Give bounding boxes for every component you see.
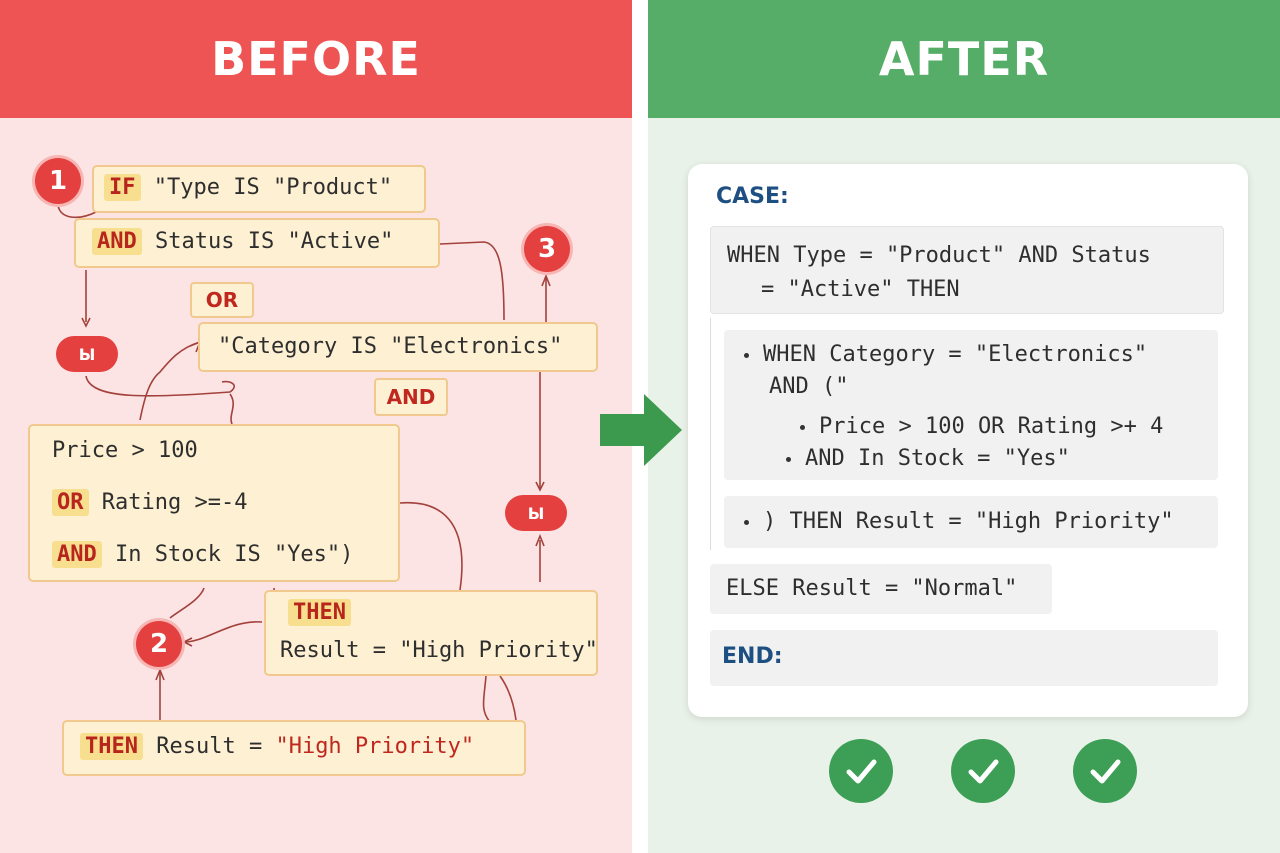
when-category-line2: AND (" (769, 374, 849, 399)
then-result-line: ) THEN Result = "High Priority" (744, 509, 1174, 534)
error-chip: Ы (505, 495, 567, 531)
if-keyword: IF (104, 174, 141, 201)
if-condition: "Type IS "Product" (153, 175, 393, 200)
when-category-text: WHEN Category = "Electronics" (763, 342, 1148, 367)
status-condition: Status IS "Active" (155, 229, 394, 254)
and-keyword: AND (92, 228, 142, 255)
result-label: Result = (156, 734, 276, 759)
bullet-icon (744, 519, 749, 525)
case-label: CASE: (716, 184, 789, 209)
stock-line: AND In Stock = "Yes" (786, 446, 1070, 471)
marker-3: 3 (524, 226, 570, 272)
bullet-icon (744, 352, 749, 358)
marker-2: 2 (136, 621, 182, 667)
marker-1: 1 (35, 158, 81, 204)
error-chip: Ы (56, 336, 118, 372)
and-keyword: AND (52, 541, 102, 568)
then-keyword: THEN (80, 733, 143, 760)
bullet-icon (786, 456, 791, 462)
else-text: ELSE Result = "Normal" (726, 576, 1018, 601)
and-pill: AND (374, 378, 448, 416)
bullet-icon (800, 424, 805, 430)
result-value: "High Priority" (275, 734, 475, 759)
price-condition: Price > 100 (52, 438, 198, 463)
and-status-box: AND Status IS "Active" (74, 218, 440, 268)
when-type-block: WHEN Type = "Product" AND Status = "Acti… (710, 226, 1224, 314)
end-block: END: (710, 630, 1218, 686)
nested-guide (710, 318, 711, 550)
price-text: Price > 100 OR Rating >+ 4 (819, 414, 1164, 439)
checkmark-icon (1073, 739, 1137, 803)
stock-text: AND In Stock = "Yes" (805, 446, 1070, 471)
checkmark-icon (951, 739, 1015, 803)
bottom-then-box: THEN Result = "High Priority" (62, 720, 526, 776)
rating-condition: Rating >=-4 (101, 490, 248, 515)
case-card: CASE: WHEN Type = "Product" AND Status =… (688, 164, 1248, 717)
else-block: ELSE Result = "Normal" (710, 564, 1052, 614)
right-arrow-icon (600, 394, 682, 466)
then-keyword-wrap: THEN (288, 599, 351, 626)
or-keyword: OR (52, 489, 89, 516)
then-result: Result = "High Priority" (280, 638, 598, 663)
then-result-block: ) THEN Result = "High Priority" (724, 496, 1218, 548)
stock-row: AND In Stock IS "Yes") (52, 541, 354, 568)
category-condition: "Category IS "Electronics" (218, 334, 563, 359)
category-box: "Category IS "Electronics" (198, 322, 598, 372)
then-box: THEN Result = "High Priority" (264, 590, 598, 676)
when-type-line1: WHEN Type = "Product" AND Status (727, 243, 1151, 268)
checkmark-icon (829, 739, 893, 803)
stock-condition: In Stock IS "Yes") (115, 542, 354, 567)
price-line: Price > 100 OR Rating >+ 4 (800, 414, 1163, 439)
rating-row: OR Rating >=-4 (52, 489, 248, 516)
when-category-line1: WHEN Category = "Electronics" (744, 342, 1147, 367)
after-banner: AFTER (648, 0, 1280, 118)
or-pill: OR (190, 282, 254, 318)
conditions-box: Price > 100 OR Rating >=-4 AND In Stock … (28, 424, 400, 582)
then-result-text: ) THEN Result = "High Priority" (763, 509, 1174, 534)
when-type-line2: = "Active" THEN (761, 277, 960, 302)
before-banner: BEFORE (0, 0, 632, 118)
end-label: END: (722, 644, 783, 669)
then-keyword: THEN (288, 599, 351, 626)
if-box: IF "Type IS "Product" (92, 165, 426, 213)
when-category-block: WHEN Category = "Electronics" AND (" Pri… (724, 330, 1218, 480)
